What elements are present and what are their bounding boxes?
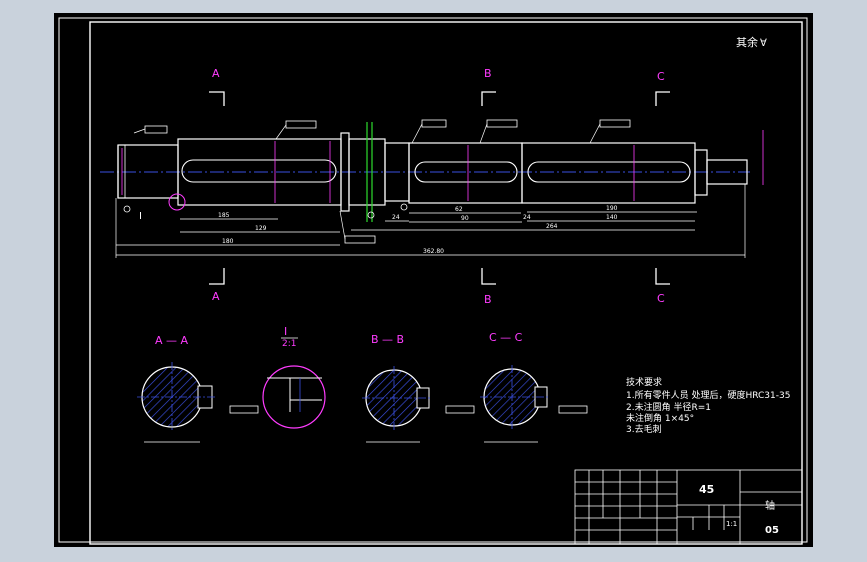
tolerance-frame-5 [599, 119, 631, 128]
section-view-bb: B — B [362, 333, 475, 443]
drawing-frame [89, 21, 803, 545]
tech-req-line3: 未注倒角 1×45° [626, 412, 694, 424]
section-label-a-bottom: A [212, 290, 220, 303]
tolerance-frame-6 [344, 235, 376, 244]
title-block-scale: 1:1 [726, 520, 737, 528]
leader-1 [133, 128, 146, 134]
tech-req-line2: 2.未注圆角 半径R=1 [626, 401, 711, 413]
section-title-cc: C — C [489, 331, 523, 344]
datum-symbol-b-icon [367, 211, 375, 219]
section-marker-b: B B [481, 67, 496, 306]
tolerance-frame-cc [558, 405, 588, 414]
keyway-c [527, 161, 691, 183]
tech-req-line4: 3.去毛刺 [626, 423, 662, 435]
detail-title-i: I [284, 325, 287, 338]
dimension-lines [115, 184, 746, 258]
technical-requirements: 技术要求 1.所有零件人员 处理后，硬度HRC31-35 2.未注圆角 半径R=… [626, 376, 790, 435]
cut-arrow-c-bottom [655, 268, 670, 285]
section-view-cc: C — C [480, 331, 588, 443]
title-block-material: 45 [699, 483, 714, 496]
section-marker-a: A A [209, 67, 225, 303]
dim-text-180: 180 [222, 238, 234, 245]
section-label-b-top: B [484, 67, 492, 80]
cut-arrow-a-top [209, 91, 225, 106]
keyway-a [181, 159, 337, 183]
title-block [574, 469, 803, 545]
section-label-b-bottom: B [484, 293, 492, 306]
leader-5 [589, 123, 601, 144]
leader-3 [411, 123, 423, 144]
dim-text-129: 129 [255, 225, 267, 232]
cut-arrow-b-top [481, 91, 496, 106]
title-block-drawing-number: 05 [765, 525, 779, 536]
section-title-aa: A — A [155, 334, 189, 347]
shaft-right-end [706, 159, 748, 185]
dim-text-90: 90 [461, 215, 469, 222]
corner-roughness-note: 其余 [736, 35, 758, 49]
tech-req-title: 技术要求 [626, 376, 662, 388]
dim-text-total: 362.80 [423, 248, 444, 255]
leader-2 [275, 124, 287, 140]
cut-arrow-c-top [655, 91, 670, 106]
section-label-a-top: A [212, 67, 220, 80]
dim-text-140: 140 [606, 214, 618, 221]
tolerance-frame-1 [144, 125, 168, 134]
detail-scale: 2:1 [282, 339, 296, 349]
tech-req-line1: 1.所有零件人员 处理后，硬度HRC31-35 [626, 389, 790, 401]
cut-arrow-a-bottom [209, 268, 225, 285]
section-label-c-bottom: C [657, 292, 665, 305]
model-space-background [54, 13, 813, 547]
dim-text-62: 62 [455, 206, 463, 213]
tolerance-frame-4 [486, 119, 518, 128]
leader-4 [479, 123, 488, 144]
detail-callout-circle [168, 193, 186, 211]
section-label-c-top: C [657, 70, 665, 83]
dim-text-24a: 24 [392, 214, 400, 221]
tolerance-frame-3 [421, 119, 447, 128]
tolerance-frame-2 [285, 120, 317, 129]
datum-symbol-c-icon [400, 203, 408, 211]
section-view-detail-i: I 2:1 [262, 325, 326, 429]
dim-text-190: 190 [606, 205, 618, 212]
section-view-aa: A — A [137, 334, 259, 443]
tolerance-frame-bb [445, 405, 475, 414]
roughness-symbol-icon: ∀ [760, 38, 767, 49]
dim-text-264: 264 [546, 223, 558, 230]
section-marker-c: C C [655, 70, 670, 305]
tolerance-frame-aa [229, 405, 259, 414]
detail-circle [262, 365, 326, 429]
detail-callout-label: I [139, 211, 142, 222]
section-title-bb: B — B [371, 333, 404, 346]
sheet-outer-border [58, 17, 808, 543]
keyway-b [414, 161, 518, 183]
title-block-frame [574, 469, 803, 545]
cut-arrow-b-bottom [481, 268, 496, 285]
shaft-main-view: I [100, 119, 764, 244]
leader-6 [339, 210, 346, 240]
title-block-part-name: 轴 [765, 499, 775, 512]
dim-text-185: 185 [218, 212, 230, 219]
dim-text-24b: 24 [523, 214, 531, 221]
datum-symbol-a-icon [123, 205, 131, 213]
